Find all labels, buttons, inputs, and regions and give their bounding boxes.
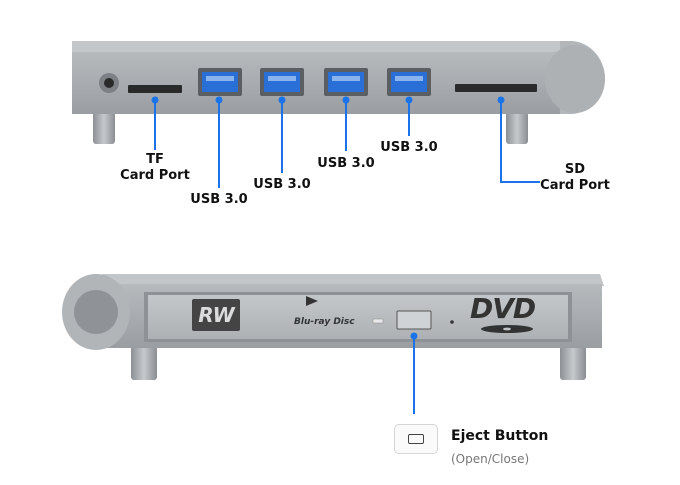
tf-slot bbox=[128, 85, 182, 93]
label-usb-4: USB 3.0 bbox=[380, 140, 438, 155]
hub-back-panel bbox=[72, 41, 606, 144]
bluray-logo: Blu-ray Disc bbox=[294, 317, 355, 327]
button-icon bbox=[408, 434, 424, 444]
dvd-logo: DVD bbox=[470, 292, 536, 325]
device-foot-left bbox=[93, 112, 115, 144]
drive-hinge-knob bbox=[74, 290, 118, 334]
label-sd-card-port: SD Card Port bbox=[540, 162, 610, 193]
eject-button-title: Eject Button bbox=[451, 428, 549, 444]
eject-button-subtitle: (Open/Close) bbox=[451, 452, 530, 466]
top-callouts bbox=[151, 96, 540, 188]
label-usb-1: USB 3.0 bbox=[190, 192, 248, 207]
usb-port-3 bbox=[324, 68, 368, 96]
usb-port-4 bbox=[387, 68, 431, 96]
drive-foot-right bbox=[560, 346, 586, 380]
label-usb-3: USB 3.0 bbox=[317, 156, 375, 171]
drive-foot-left bbox=[131, 346, 157, 380]
label-usb-2: USB 3.0 bbox=[253, 177, 311, 192]
device-foot-right bbox=[506, 112, 528, 144]
sd-slot bbox=[455, 84, 537, 92]
device-body bbox=[72, 52, 572, 114]
device-top-lip bbox=[72, 41, 572, 53]
rw-logo: RW bbox=[192, 299, 240, 331]
eject-button-device bbox=[396, 310, 432, 330]
label-tf-card-port: TF Card Port bbox=[120, 152, 190, 183]
usb-port-1 bbox=[198, 68, 242, 96]
drive-front-panel bbox=[62, 274, 604, 380]
eject-callout bbox=[410, 332, 418, 414]
eject-legend-icon bbox=[394, 424, 438, 454]
usb-port-2 bbox=[260, 68, 304, 96]
status-led bbox=[372, 318, 384, 324]
